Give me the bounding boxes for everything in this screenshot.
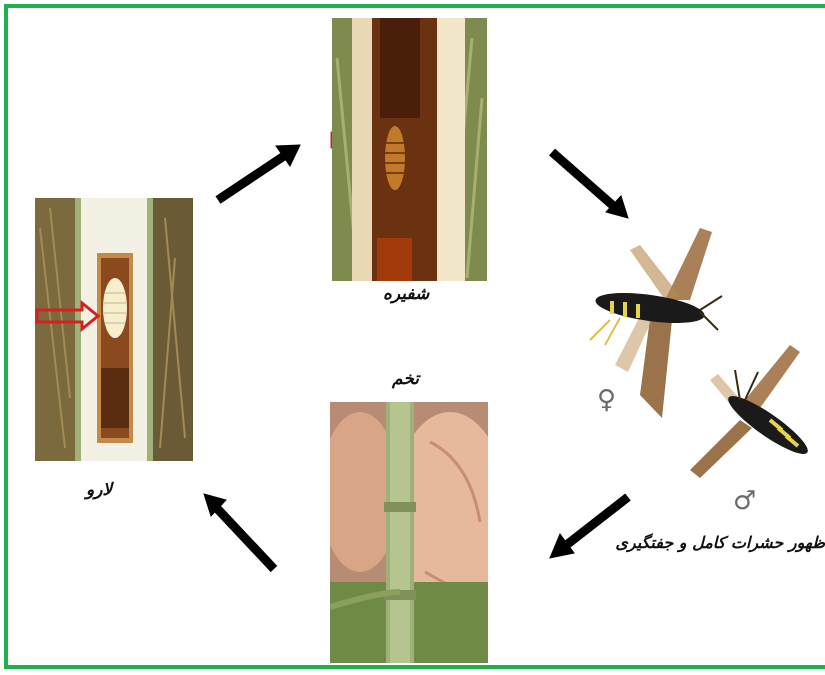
pupa-photo: [332, 18, 487, 281]
larva-photo: [35, 198, 193, 461]
pupa-caption: شفیره: [383, 284, 429, 304]
larva-caption: لارو: [86, 480, 112, 500]
egg-photo: [330, 402, 488, 663]
male-symbol-icon: ♂: [733, 488, 756, 514]
adult-caption: ظهور حشرات کامل و جفتگیری: [615, 533, 825, 552]
female-symbol-icon: ♀: [597, 387, 616, 413]
egg-caption: تخم: [392, 369, 419, 389]
